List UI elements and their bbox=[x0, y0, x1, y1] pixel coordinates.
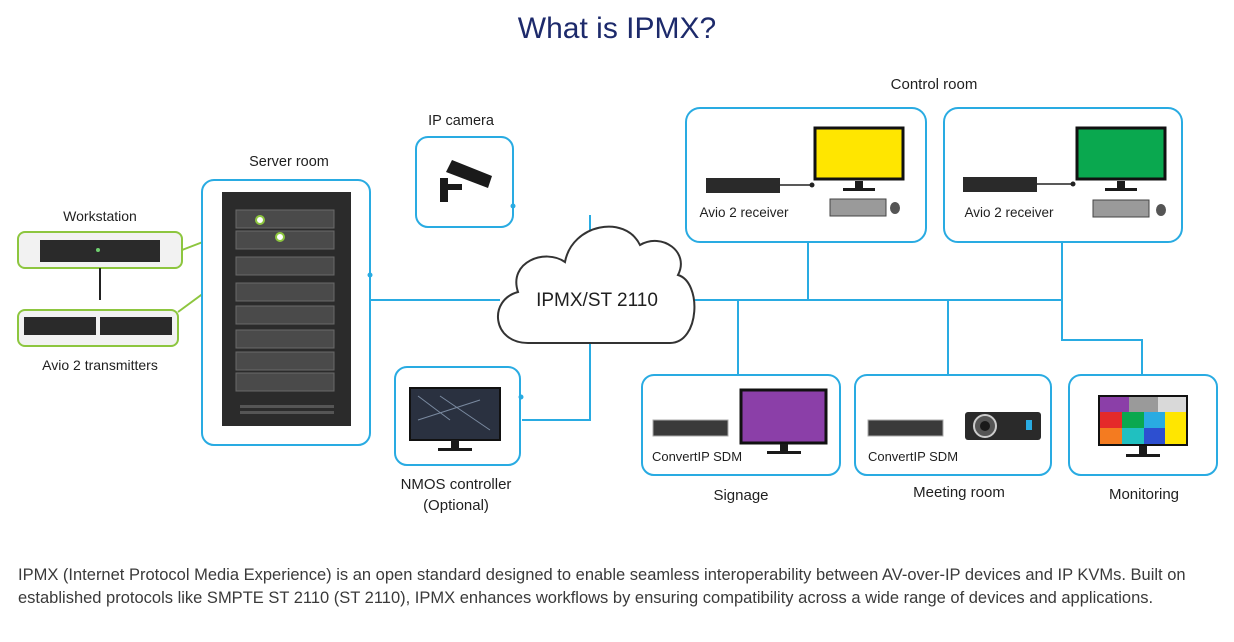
control-room-receiver-1: Avio 2 receiver bbox=[685, 107, 927, 243]
cloud-label: IPMX/ST 2110 bbox=[536, 290, 658, 311]
transmitters-box: Avio 2 transmitters bbox=[17, 309, 179, 373]
receiver-1-label: Avio 2 receiver bbox=[699, 205, 789, 220]
description-text: IPMX (Internet Protocol Media Experience… bbox=[18, 566, 1186, 607]
signage-box: ConvertIP SDM Signage bbox=[641, 374, 841, 504]
receiver-2-label: Avio 2 receiver bbox=[964, 205, 1054, 220]
ipmx-cloud: IPMX/ST 2110 bbox=[496, 225, 696, 344]
page-title: What is IPMX? bbox=[517, 12, 717, 45]
network-lines bbox=[370, 215, 1143, 421]
workstation-box: Workstation bbox=[17, 208, 183, 269]
server-room: Server room bbox=[201, 154, 373, 446]
nmos-optional-label: (Optional) bbox=[423, 497, 489, 514]
server-room-label: Server room bbox=[249, 154, 329, 170]
workstation-label: Workstation bbox=[63, 208, 137, 224]
nmos-controller: NMOS controller (Optional) bbox=[394, 366, 524, 514]
transmitters-label: Avio 2 transmitters bbox=[42, 357, 158, 373]
projector-icon bbox=[965, 412, 1041, 440]
nmos-label: NMOS controller bbox=[401, 476, 512, 493]
ip-camera: IP camera bbox=[415, 113, 516, 228]
monitoring-label: Monitoring bbox=[1109, 486, 1179, 503]
monitoring-box: Monitoring bbox=[1068, 374, 1218, 503]
meeting-room-box: ConvertIP SDM Meeting room bbox=[854, 374, 1052, 501]
control-room-receiver-2: Avio 2 receiver bbox=[943, 107, 1183, 243]
meeting-device-label: ConvertIP SDM bbox=[868, 449, 958, 464]
ip-camera-label: IP camera bbox=[428, 113, 495, 129]
signage-device-label: ConvertIP SDM bbox=[652, 449, 742, 464]
signage-label: Signage bbox=[713, 487, 768, 504]
meeting-room-label: Meeting room bbox=[913, 484, 1005, 501]
camera-icon bbox=[440, 160, 492, 202]
control-room-label: Control room bbox=[891, 76, 978, 93]
color-bars-monitor bbox=[1098, 395, 1188, 457]
